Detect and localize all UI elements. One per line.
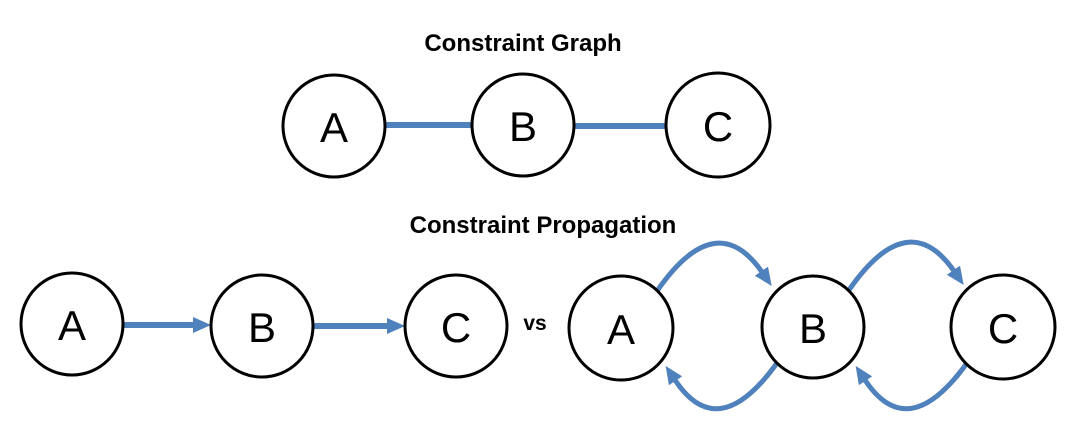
node-c (403, 273, 509, 379)
one-directional-group: A B C (19, 271, 509, 379)
constraint-graph-title: Constraint Graph (424, 30, 621, 57)
node-b-label: B (509, 103, 537, 150)
node-b (470, 72, 576, 178)
node-c (949, 273, 1057, 381)
node-a-label: A (320, 104, 348, 151)
node-a (281, 73, 387, 179)
node-b-label: B (799, 305, 827, 352)
arc-c-to-b (855, 361, 970, 412)
node-a (567, 274, 675, 382)
node-a-label: A (58, 302, 86, 349)
node-c-label: C (703, 103, 733, 150)
arc-b-to-a (665, 361, 780, 412)
node-c-label: C (441, 304, 471, 351)
vs-label: vs (523, 312, 546, 335)
node-c (664, 71, 772, 179)
node-b (760, 274, 866, 380)
constraint-graph-section: A B C (281, 71, 772, 179)
bi-directional-group: A B C (567, 239, 1057, 412)
node-a (19, 271, 125, 377)
node-a-label: A (607, 306, 635, 353)
node-b-label: B (248, 304, 276, 351)
node-c-label: C (988, 305, 1018, 352)
constraint-propagation-title: Constraint Propagation (410, 212, 677, 239)
arc-b-to-c (846, 239, 964, 292)
arc-a-to-b (654, 240, 772, 293)
node-b (209, 273, 315, 379)
